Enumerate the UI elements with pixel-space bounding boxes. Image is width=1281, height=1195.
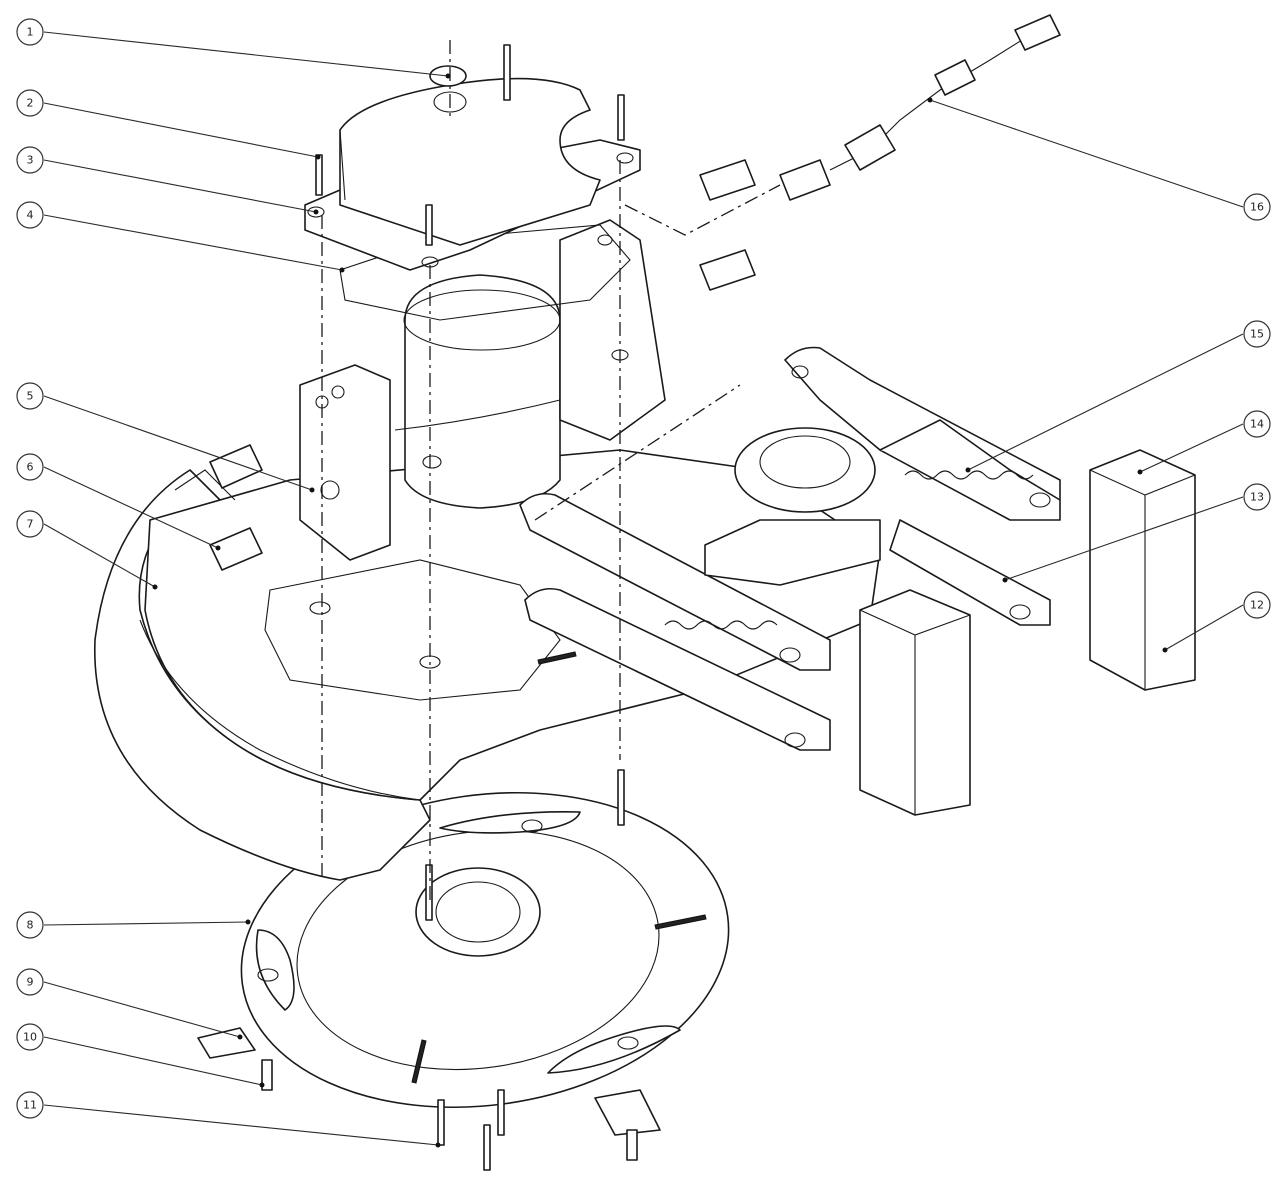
callout-4: 4 <box>16 201 44 229</box>
callout-label: 2 <box>27 97 34 110</box>
slider-block <box>859 449 1196 816</box>
callout-label: 7 <box>27 518 34 531</box>
callout-3: 3 <box>16 146 44 174</box>
callout-label: 10 <box>23 1031 37 1044</box>
callout-15: 15 <box>1243 320 1271 348</box>
cable-harness <box>624 14 1061 291</box>
leader-lines <box>43 31 1244 1148</box>
callout-label: 16 <box>1250 201 1264 214</box>
callout-9: 9 <box>16 968 44 996</box>
callout-label: 12 <box>1250 599 1264 612</box>
callout-label: 3 <box>27 154 34 167</box>
callout-1: 1 <box>16 18 44 46</box>
callout-16: 16 <box>1243 193 1271 221</box>
callout-11: 11 <box>16 1091 44 1119</box>
callout-label: 11 <box>23 1099 37 1112</box>
callout-8: 8 <box>16 911 44 939</box>
callout-5: 5 <box>16 382 44 410</box>
callout-label: 13 <box>1250 491 1264 504</box>
callout-label: 14 <box>1250 418 1264 431</box>
callout-13: 13 <box>1243 483 1271 511</box>
callout-10: 10 <box>16 1023 44 1051</box>
callout-label: 4 <box>27 209 34 222</box>
arm-assembly <box>519 346 1061 751</box>
callout-6: 6 <box>16 453 44 481</box>
top-cover <box>304 77 641 271</box>
callout-label: 5 <box>27 390 34 403</box>
callout-2: 2 <box>16 89 44 117</box>
assembly-axes <box>321 40 741 900</box>
callout-label: 8 <box>27 919 34 932</box>
callout-7: 7 <box>16 510 44 538</box>
callout-label: 9 <box>27 976 34 989</box>
callout-label: 15 <box>1250 328 1264 341</box>
callout-label: 6 <box>27 461 34 474</box>
callout-14: 14 <box>1243 410 1271 438</box>
screws <box>209 44 638 1171</box>
callout-12: 12 <box>1243 591 1271 619</box>
callout-label: 1 <box>27 26 34 39</box>
